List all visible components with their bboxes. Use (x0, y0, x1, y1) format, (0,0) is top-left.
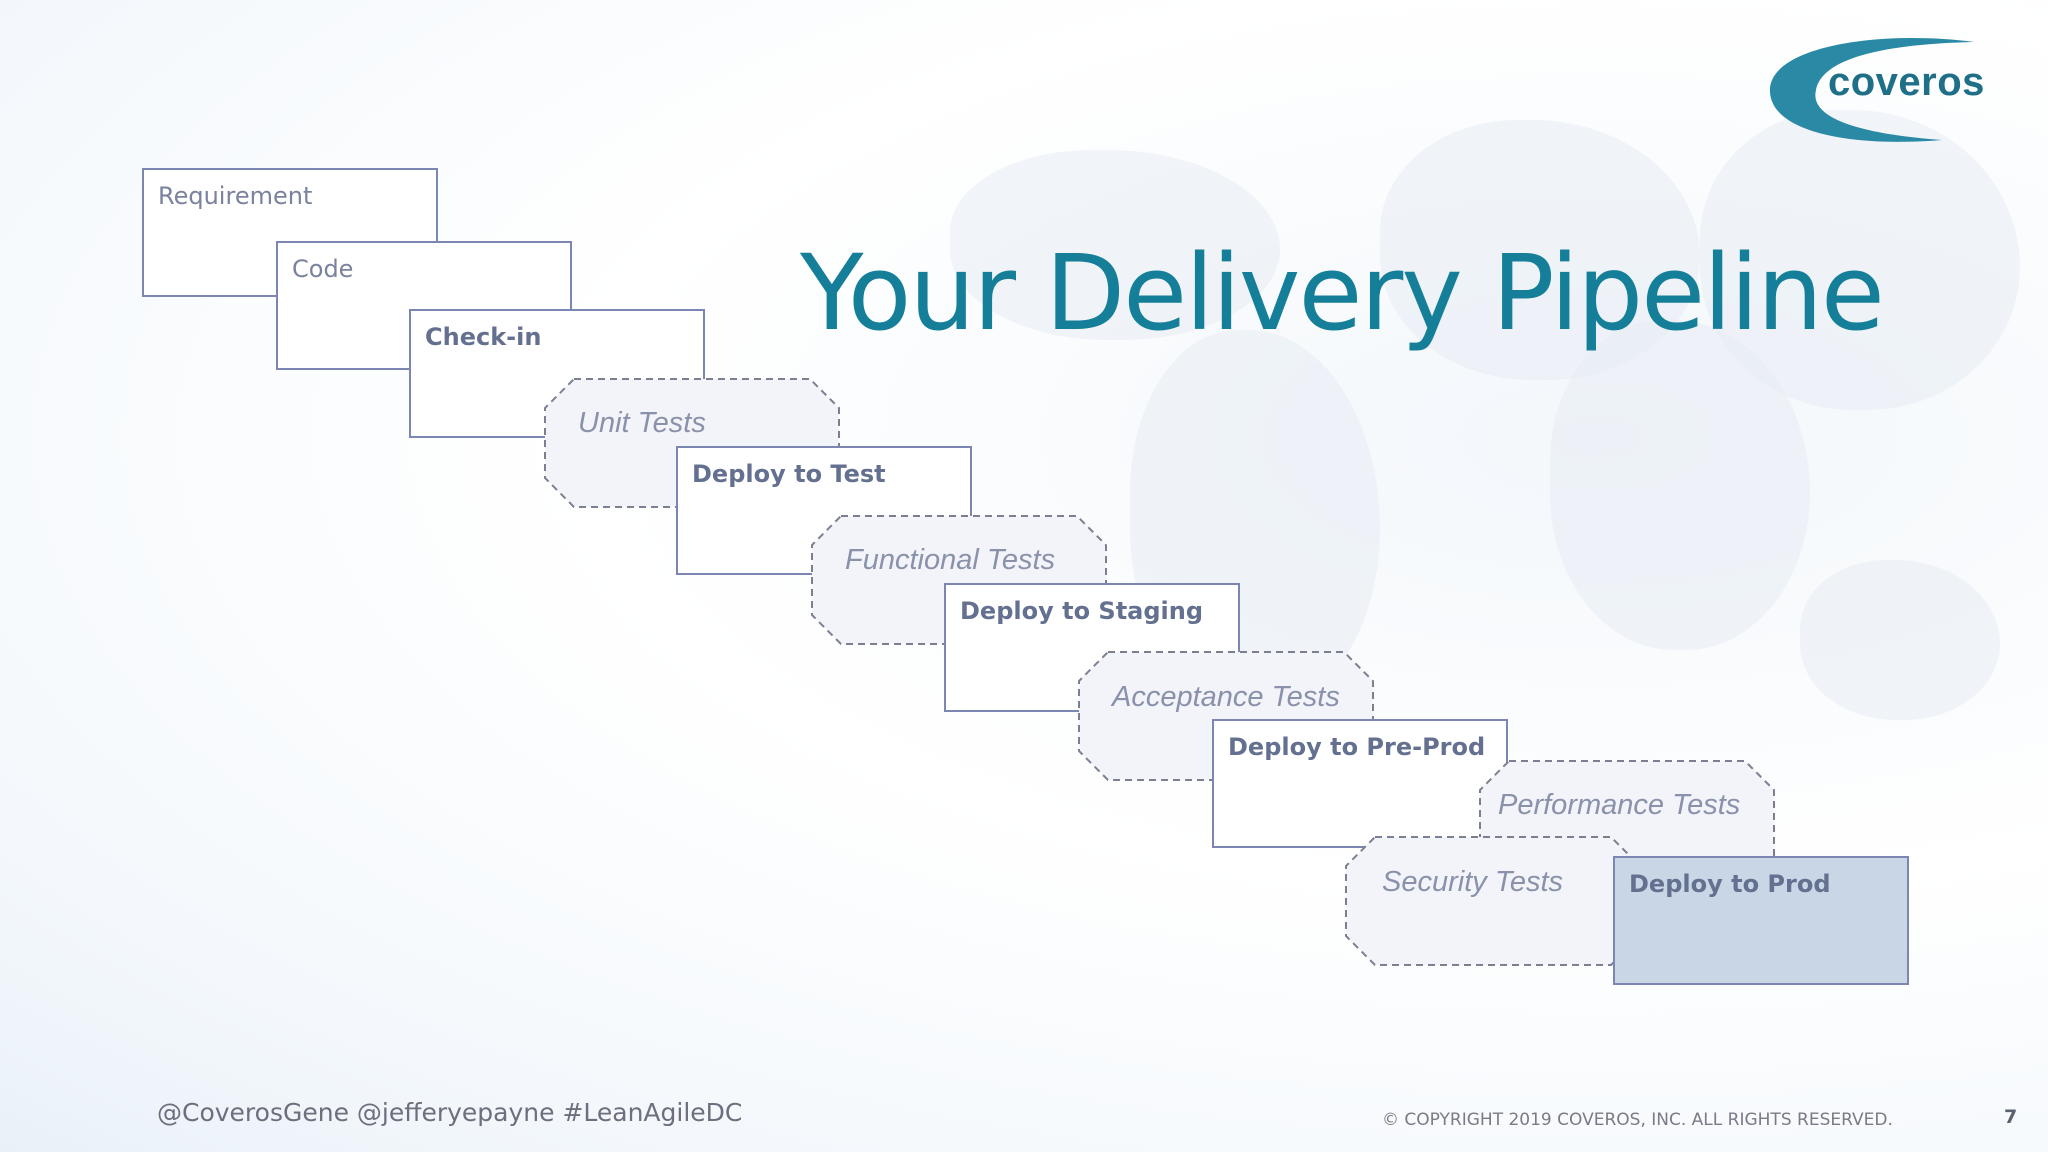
logo-wordmark: coveros (1828, 60, 1985, 104)
footer-copyright: © COPYRIGHT 2019 COVEROS, INC. ALL RIGHT… (1382, 1110, 1893, 1130)
step-label: Deploy to Prod (1629, 870, 1831, 898)
step-label: Deploy to Test (692, 460, 886, 488)
step-label: Deploy to Pre-Prod (1228, 733, 1486, 761)
step-deploy-to-prod: Deploy to Prod (1613, 856, 1909, 985)
step-label: Check-in (425, 323, 542, 351)
step-label: Code (292, 255, 354, 283)
test-label: Unit Tests (578, 407, 706, 439)
step-label: Deploy to Staging (960, 597, 1204, 625)
test-security-tests (1345, 836, 1641, 966)
test-label: Acceptance Tests (1112, 681, 1340, 713)
coveros-logo-icon (1769, 38, 1974, 142)
step-label: Requirement (158, 182, 313, 210)
footer-social-handles: @CoverosGene @jefferyepayne #LeanAgileDC (157, 1098, 743, 1127)
test-label: Security Tests (1382, 866, 1564, 898)
slide-title: Your Delivery Pipeline (800, 232, 1885, 354)
step-deploy-to-pre-prod: Deploy to Pre-Prod (1212, 719, 1508, 848)
test-label: Functional Tests (845, 544, 1056, 576)
test-label: Performance Tests (1498, 789, 1741, 821)
page-number: 7 (2004, 1106, 2018, 1128)
